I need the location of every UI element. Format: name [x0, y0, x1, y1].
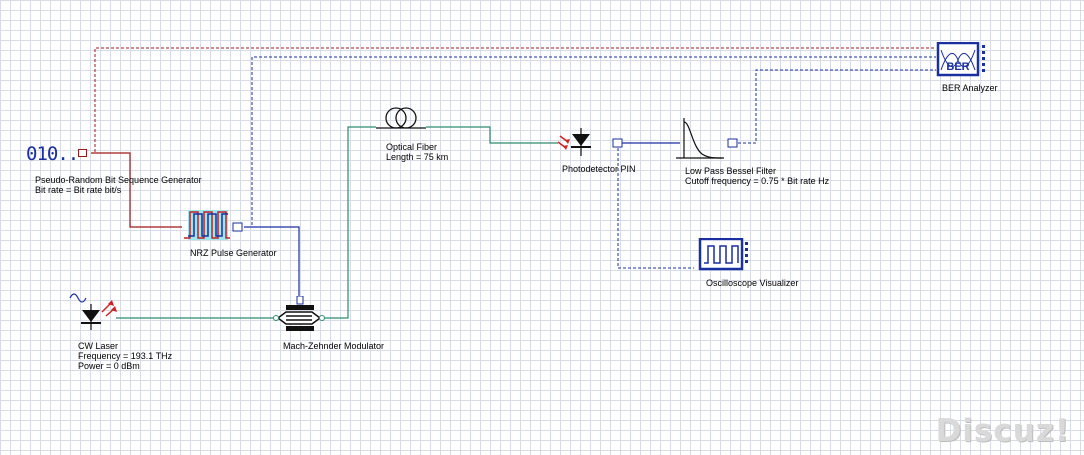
wire-fiber-to-pin[interactable] — [426, 126, 558, 144]
fiber-spool-icon — [376, 107, 426, 129]
ber-analyzer-icon: BER — [936, 41, 985, 77]
nrz-label: NRZ Pulse Generator — [190, 248, 277, 258]
filter-cutoff: Cutoff frequency = 0.75 * Bit rate Hz — [685, 176, 830, 186]
wire-nrz-to-ber[interactable] — [244, 56, 936, 228]
wire-pin-to-scope[interactable] — [617, 143, 694, 269]
wire-mzm-to-fiber[interactable] — [323, 126, 376, 319]
prbs-generator[interactable]: 010.. — [26, 143, 92, 165]
mach-zehnder-modulator[interactable] — [272, 295, 326, 336]
prbs-label: Pseudo-Random Bit Sequence Generator — [35, 175, 202, 185]
laser-power: Power = 0 dBm — [78, 361, 140, 371]
filter-label: Low Pass Bessel Filter — [685, 166, 777, 176]
oscilloscope-icon — [698, 237, 748, 271]
oscilloscope-visualizer[interactable] — [694, 237, 754, 274]
laser-label: CW Laser — [78, 341, 119, 351]
watermark-logo: Discuz! — [935, 413, 1070, 449]
wire-prbs-to-nrz[interactable] — [91, 152, 182, 228]
nrz-icon — [184, 210, 243, 240]
pin-label: Photodetector PIN — [562, 164, 636, 174]
fiber-length: Length = 75 km — [386, 152, 449, 162]
scope-label: Oscilloscope Visualizer — [706, 278, 799, 288]
laser-icon — [69, 293, 117, 330]
mzm-icon — [273, 295, 325, 331]
ber-label: BER Analyzer — [942, 83, 998, 93]
filter-response-icon — [676, 118, 738, 159]
prbs-glyph: 010.. — [26, 143, 79, 165]
ber-glyph: BER — [946, 61, 969, 73]
prbs-bitrate: Bit rate = Bit rate bit/s — [35, 185, 122, 195]
photodiode-icon — [557, 128, 623, 156]
fiber-label: Optical Fiber — [386, 142, 438, 152]
photodetector-pin[interactable] — [556, 128, 624, 158]
wire-nrz-to-mzm[interactable] — [244, 226, 300, 300]
optical-fiber[interactable] — [374, 106, 428, 132]
low-pass-bessel-filter[interactable] — [676, 116, 740, 162]
wire-prbs-to-ber[interactable] — [91, 47, 936, 154]
laser-frequency: Frequency = 193.1 THz — [78, 351, 173, 361]
wire-filter-to-ber[interactable] — [738, 69, 936, 144]
mzm-label: Mach-Zehnder Modulator — [283, 341, 385, 351]
nrz-pulse-generator[interactable] — [180, 208, 244, 244]
ber-analyzer[interactable]: BER — [934, 41, 990, 78]
cw-laser[interactable] — [68, 290, 120, 332]
prbs-output-port[interactable] — [78, 149, 87, 157]
